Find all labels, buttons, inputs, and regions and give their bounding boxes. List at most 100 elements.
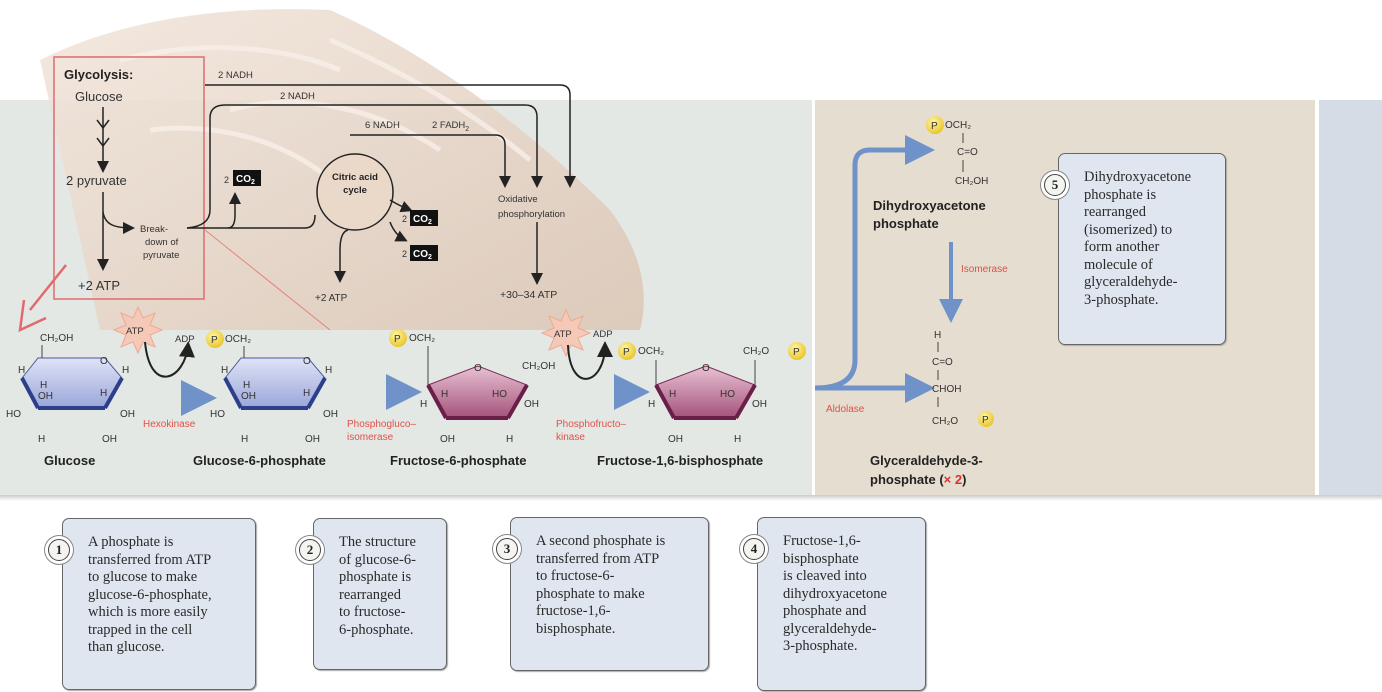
svg-text:H: H [734,434,741,445]
svg-text:OCH₂: OCH₂ [638,346,664,357]
f6p-structure: P OCH₂ O CH₂OH H H HO OH OH H [389,329,555,445]
step-1-callout: 1 A phosphate is transferred from ATP to… [48,518,256,690]
svg-text:OH: OH [102,434,117,445]
svg-text:ATP: ATP [126,326,144,337]
enzyme-hexokinase: Hexokinase [143,419,196,430]
g6p-name: Glucose-6-phosphate [193,453,326,468]
nadh-label-2: 2 NADH [280,91,315,102]
dhap-structure: P OCH₂ C=O CH₂OH [926,116,988,187]
enzyme-isomerase: Isomerase [961,264,1008,275]
co2-badge-2 [410,210,438,226]
svg-text:CH₂O: CH₂O [932,416,958,427]
enzyme-phosphogluco-2: isomerase [347,432,394,443]
next-stage-panel [1316,100,1382,495]
f6p-name: Fructose-6-phosphate [390,453,527,468]
glucose-structure: CH₂OH O H H H OH H HO OH H OH [6,333,135,445]
nadh-label-6: 6 NADH [365,120,400,131]
svg-text:H: H [934,330,941,341]
g6p-structure: P OCH₂ O H H H OH H HO OH H OH [206,330,338,445]
overview-title: Glycolysis: [64,67,133,82]
citric-atp: +2 ATP [315,293,348,304]
svg-text:H: H [325,365,332,376]
svg-text:OH: OH [305,434,320,445]
step-1-text: A phosphate is transferred from ATP to g… [88,534,212,655]
svg-text:CH₂OH: CH₂OH [40,333,73,344]
svg-text:H: H [18,365,25,376]
nadh-label-1: 2 NADH [218,70,253,81]
svg-text:CH₂O: CH₂O [743,346,769,357]
svg-text:HO: HO [6,409,21,420]
svg-text:OCH₂: OCH₂ [945,120,971,131]
g3p-name-2: phosphate (× 2) [870,472,966,487]
svg-text:H: H [241,434,248,445]
svg-text:O: O [100,356,108,367]
svg-text:OCH₂: OCH₂ [409,333,435,344]
step-5-callout: 5 Dihydroxyacetone phosphate is rearrang… [1044,153,1226,345]
step-4-text: Fructose-1,6- bisphosphate is cleaved in… [783,533,887,654]
svg-text:CH₂OH: CH₂OH [955,176,988,187]
svg-text:P: P [211,335,218,346]
svg-text:HO: HO [720,389,735,400]
co2-badge-3 [410,245,438,261]
svg-text:HO: HO [492,389,507,400]
svg-text:CO2: CO2 [413,249,432,261]
svg-text:H: H [669,389,676,400]
glucose-name: Glucose [44,453,95,468]
enzyme-phosphofructo-1: Phosphofructo– [556,419,626,430]
svg-text:OH: OH [524,399,539,410]
oxphos-label-2: phosphorylation [498,209,565,220]
svg-text:O: O [303,356,311,367]
svg-text:CO2: CO2 [413,214,432,226]
oxphos-label-1: Oxidative [498,194,538,205]
svg-text:2: 2 [224,175,229,185]
f16bp-name: Fructose-1,6-bisphosphate [597,453,763,468]
svg-text:H: H [648,399,655,410]
g3p-name-1: Glyceraldehyde-3- [870,453,983,468]
svg-text:2: 2 [402,249,407,259]
svg-text:HO: HO [210,409,225,420]
svg-text:P: P [982,415,989,426]
svg-text:H: H [38,434,45,445]
overview-pyruvate: 2 pyruvate [66,173,127,188]
breakdown-label-3: pyruvate [143,250,179,261]
citric-label-1: Citric acid [332,172,378,183]
step-5-text: Dihydroxyacetone phosphate is rearranged… [1084,169,1192,308]
svg-text:OH: OH [752,399,767,410]
svg-text:2: 2 [402,214,407,224]
f16bp-structure: P OCH₂ O CH₂O P H H HO OH OH H [618,342,806,445]
svg-text:P: P [793,347,800,358]
step-2-callout: 2 The structure of glucose-6- phosphate … [299,518,447,670]
svg-text:H: H [221,365,228,376]
svg-text:CHOH: CHOH [932,384,961,395]
svg-text:C=O: C=O [957,147,978,158]
step-1-number: 1 [48,539,70,561]
svg-text:ADP: ADP [175,334,195,345]
svg-text:CH₂OH: CH₂OH [522,361,555,372]
svg-text:H: H [40,380,47,391]
svg-text:P: P [931,121,938,132]
dhap-name-1: Dihydroxyacetone [873,198,986,213]
svg-text:H: H [506,434,513,445]
step-2-text: The structure of glucose-6- phosphate is… [339,534,416,638]
fadh-label: 2 FADH2 [432,120,469,133]
oxphos-atp: +30–34 ATP [500,289,557,301]
svg-text:OH: OH [323,409,338,420]
citric-acid-cycle [316,153,394,231]
zoom-pointer-arrow [18,264,67,333]
svg-text:ATP: ATP [554,329,572,340]
panel-shadow [0,495,1382,501]
svg-text:OCH₂: OCH₂ [225,334,251,345]
svg-text:H: H [441,389,448,400]
step-4-callout: 4 Fructose-1,6- bisphosphate is cleaved … [743,517,926,691]
svg-text:H: H [420,399,427,410]
step-4-number: 4 [743,538,765,560]
enzyme-phosphofructo-2: kinase [556,432,585,443]
step-3-number: 3 [496,538,518,560]
svg-text:O: O [474,363,482,374]
glycolysis-overview-box [53,56,205,300]
step-5-number: 5 [1044,174,1066,196]
svg-text:H: H [122,365,129,376]
breakdown-label-2: down of [145,237,179,248]
step-2-number: 2 [299,539,321,561]
g3p-structure: H C=O CHOH CH₂O P [932,330,994,427]
